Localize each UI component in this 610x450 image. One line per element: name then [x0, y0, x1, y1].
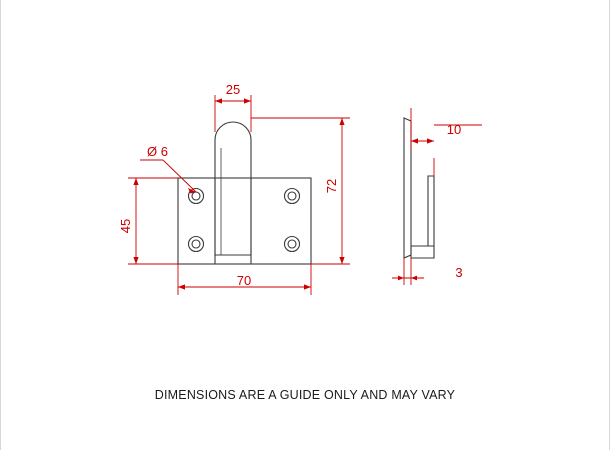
side-foot [410, 245, 435, 259]
arrow-70-right [304, 284, 311, 290]
hole-bottom-left-outer [187, 235, 205, 253]
arrow-10-right [427, 138, 434, 144]
mounting-holes [187, 187, 301, 253]
arrow-70-left [178, 284, 185, 290]
hole-top-right-inner [287, 191, 297, 201]
dim-label-10: 10 [447, 122, 461, 137]
leader-dia6 [162, 159, 197, 193]
side-back-plate [403, 117, 412, 259]
dim-label-72: 72 [324, 179, 339, 193]
hole-top-left-outer [187, 187, 205, 205]
hole-bottom-right-inner [287, 239, 297, 249]
hole-top-left-inner [191, 191, 201, 201]
front-base-plate [177, 177, 312, 265]
dimension-labels: 25 72 45 70 Ø 6 10 3 [118, 82, 463, 288]
arrow-45-top [133, 178, 139, 185]
dim-label-25: 25 [226, 82, 240, 97]
hole-bottom-right-outer [283, 235, 301, 253]
dim-label-70: 70 [237, 273, 251, 288]
disclaimer-caption: DIMENSIONS ARE A GUIDE ONLY AND MAY VARY [154, 388, 456, 402]
arrow-45-bottom [133, 257, 139, 264]
side-tongue-block [427, 175, 435, 247]
dimension-lines [128, 95, 482, 295]
hole-top-right-outer [283, 187, 301, 205]
arrow-10-left [411, 138, 418, 144]
arrow-72-bottom [339, 257, 345, 264]
arrow-25-right [244, 98, 251, 104]
arrow-3-left [398, 275, 404, 281]
arrow-25-left [215, 98, 222, 104]
dim-label-diameter-6: Ø 6 [147, 144, 168, 159]
dim-label-3: 3 [455, 265, 462, 280]
dim-label-45: 45 [118, 219, 133, 233]
arrow-3-right [411, 275, 417, 281]
side-view-part [403, 117, 435, 259]
arrow-72-top [339, 118, 345, 125]
hole-bottom-left-inner [191, 239, 201, 249]
front-view-part [177, 121, 312, 265]
front-tongue [214, 121, 252, 256]
arrow-dia6 [188, 188, 196, 194]
